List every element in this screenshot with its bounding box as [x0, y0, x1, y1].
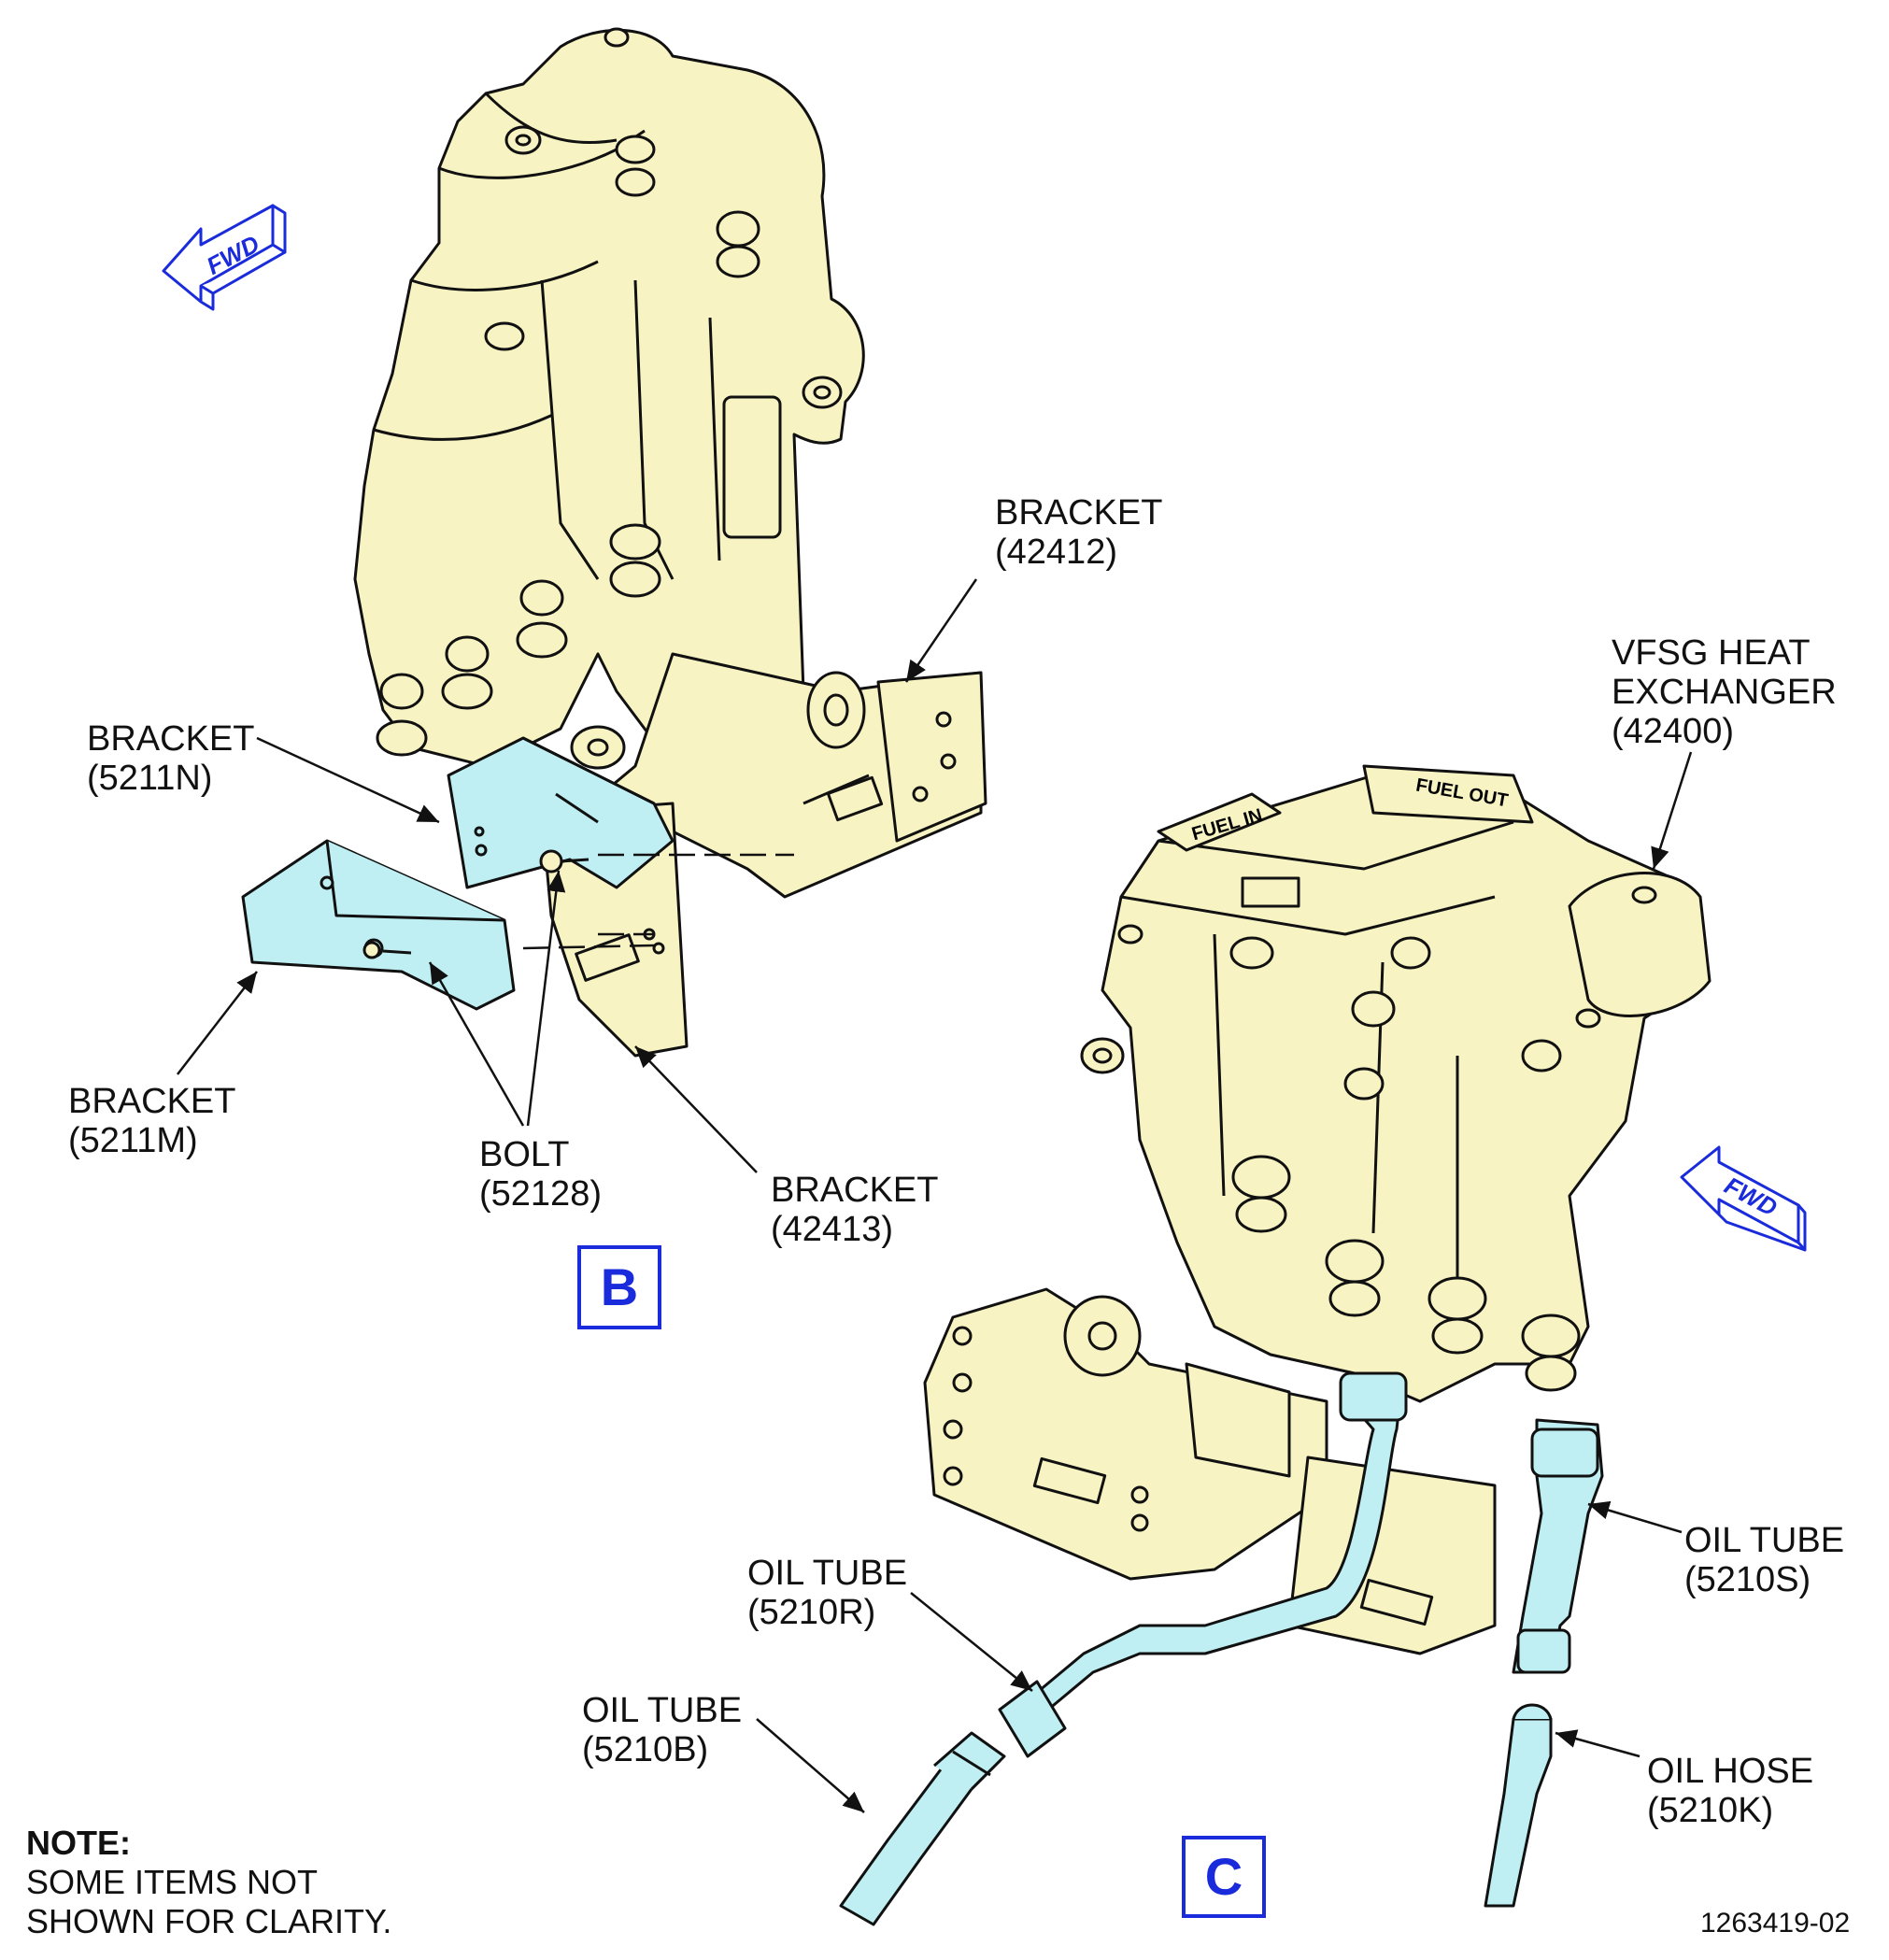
- leader-lines-c: [756, 751, 1693, 1813]
- view-c-label: C: [1182, 1836, 1266, 1918]
- callout-oil-hose-5210k-number: (5210K): [1647, 1791, 1774, 1830]
- callout-bracket-5211m: BRACKET (5211M): [68, 1082, 235, 1160]
- callout-bolt-52128-name: BOLT: [479, 1135, 570, 1174]
- callout-bracket-42413-number: (42413): [771, 1210, 893, 1249]
- fwd-arrow-icon-c: FWD: [1680, 1145, 1807, 1252]
- note-heading: NOTE:: [26, 1824, 131, 1862]
- callout-heat-exchanger-line2: EXCHANGER: [1612, 673, 1837, 712]
- heat-exchanger-b: [353, 27, 987, 1058]
- callout-bracket-42413-name: BRACKET: [771, 1171, 939, 1210]
- callout-oil-hose-5210k-name: OIL HOSE: [1647, 1752, 1814, 1791]
- callout-oil-tube-5210b: OIL TUBE (5210B): [582, 1691, 742, 1769]
- bracket-5211n-shape: [447, 736, 675, 889]
- callout-bolt-52128-number: (52128): [479, 1174, 602, 1214]
- callout-oil-tube-5210r-name: OIL TUBE: [747, 1554, 908, 1593]
- callout-bracket-5211n: BRACKET (5211N): [87, 719, 254, 798]
- view-b-label: B: [577, 1245, 661, 1329]
- oil-tube-5210b-shape: [839, 1731, 1006, 1926]
- callout-oil-tube-5210s-number: (5210S): [1684, 1560, 1811, 1599]
- callout-oil-tube-5210b-name: OIL TUBE: [582, 1691, 743, 1730]
- view-c-assembly: FWD: [839, 764, 1807, 1926]
- callout-bracket-5211n-name: BRACKET: [87, 719, 255, 759]
- callout-bracket-5211n-number: (5211N): [87, 759, 213, 798]
- callout-heat-exchanger: VFSG HEAT EXCHANGER (42400): [1612, 633, 1837, 751]
- oil-tube-5210r-shape: [998, 1371, 1408, 1758]
- callout-bracket-42412-name: BRACKET: [995, 493, 1163, 533]
- bolt-52128-shapes: [362, 849, 589, 959]
- note-line-1: SOME ITEMS NOT: [26, 1863, 319, 1901]
- figure-number: 1263419-02: [1700, 1908, 1851, 1939]
- view-b-assembly: FWD: [162, 27, 987, 1058]
- callout-bracket-5211m-number: (5211M): [68, 1121, 198, 1160]
- oil-tube-5210s-shape: [1512, 1418, 1604, 1674]
- callout-bracket-5211m-name: BRACKET: [68, 1082, 236, 1121]
- callout-oil-hose-5210k: OIL HOSE (5210K): [1647, 1752, 1813, 1830]
- callout-oil-tube-5210s-name: OIL TUBE: [1684, 1521, 1845, 1560]
- callout-bracket-42412: BRACKET (42412): [995, 493, 1162, 572]
- fwd-arrow-icon: FWD: [162, 204, 287, 311]
- heat-exchanger-c: [923, 764, 1711, 1655]
- callout-oil-tube-5210b-number: (5210B): [582, 1730, 709, 1769]
- callout-oil-tube-5210s: OIL TUBE (5210S): [1684, 1521, 1844, 1599]
- callout-bracket-42413: BRACKET (42413): [771, 1171, 938, 1249]
- callout-oil-tube-5210r-number: (5210R): [747, 1593, 876, 1632]
- callout-oil-tube-5210r: OIL TUBE (5210R): [747, 1554, 907, 1632]
- callout-heat-exchanger-number: (42400): [1612, 712, 1734, 751]
- oil-hose-5210k-shape: [1484, 1703, 1553, 1908]
- callout-bracket-42412-number: (42412): [995, 533, 1117, 572]
- callout-heat-exchanger-line1: VFSG HEAT: [1612, 633, 1811, 673]
- note-block: NOTE: SOME ITEMS NOT SHOWN FOR CLARITY.: [26, 1824, 391, 1941]
- note-line-2: SHOWN FOR CLARITY.: [26, 1902, 392, 1940]
- alignment-lines-b: [522, 853, 794, 950]
- callout-bolt-52128: BOLT (52128): [479, 1135, 602, 1214]
- leader-lines-b: [177, 578, 978, 1173]
